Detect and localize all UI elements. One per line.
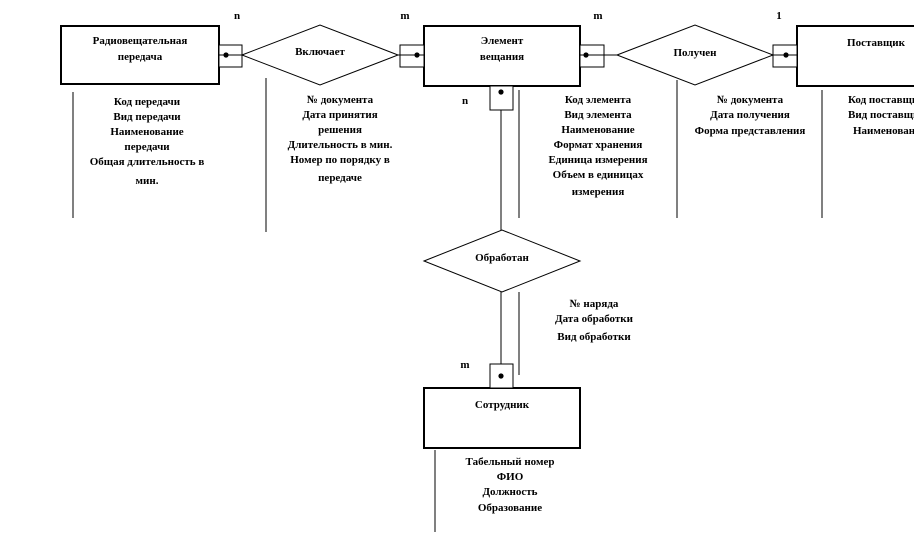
connector-received-supplier xyxy=(772,44,798,68)
attribute-text: Вид передачи xyxy=(113,111,181,123)
attributes-employee: Табельный номер ФИО Должность Образовани… xyxy=(466,456,555,514)
attributes-supplier: Код поставщика Вид поставщика Наименован… xyxy=(848,94,914,137)
attribute-text: Объем в единицах xyxy=(553,169,644,181)
relation-includes: Включает xyxy=(240,24,400,86)
attribute-text: Наименование xyxy=(110,126,183,138)
attributes-broadcast-element: Код элемента Вид элемента Наименование Ф… xyxy=(548,94,647,198)
attribute-text: Дата получения xyxy=(710,109,790,121)
attribute-text: Дата обработки xyxy=(555,313,634,325)
attribute-text: Дата принятия xyxy=(302,109,377,121)
attributes-radio-broadcast: Код передачи Вид передачи Наименование п… xyxy=(90,96,205,187)
attribute-text: № документа xyxy=(717,94,784,106)
relation-label: Включает xyxy=(295,46,345,58)
attributes-processed: № наряда Дата обработки Вид обработки xyxy=(555,298,634,343)
relation-label: Получен xyxy=(673,47,717,59)
entity-label: Поставщик xyxy=(847,37,906,49)
attribute-text: Номер по порядку в xyxy=(290,154,390,166)
entity-label: Сотрудник xyxy=(475,399,530,411)
attribute-text: Наименование xyxy=(561,124,634,136)
attribute-text: мин. xyxy=(136,175,159,187)
attribute-text: Общая длительность в xyxy=(90,156,205,168)
attribute-text: Код передачи xyxy=(114,96,181,108)
attribute-text: Вид обработки xyxy=(557,331,631,343)
cardinality-label: n xyxy=(234,10,240,22)
attribute-text: Единица измерения xyxy=(548,154,647,166)
attribute-text: Код поставщика xyxy=(848,94,914,106)
attribute-text: № документа xyxy=(307,94,374,106)
cardinality-label: m xyxy=(400,10,409,22)
attribute-text: Наименование xyxy=(853,125,914,137)
relation-processed: Обработан xyxy=(422,229,582,293)
entity-label: Радиовещательная xyxy=(93,35,188,47)
attribute-text: решения xyxy=(318,124,362,136)
connector-radio-includes xyxy=(218,44,243,68)
attribute-text: Образование xyxy=(478,502,542,514)
cardinality-label: 1 xyxy=(776,10,782,22)
connector-element-processed xyxy=(489,85,514,111)
entity-employee: Сотрудник xyxy=(423,387,581,449)
attribute-text: измерения xyxy=(572,186,625,198)
entity-label: вещания xyxy=(480,51,524,63)
entity-supplier: Поставщик xyxy=(796,25,914,87)
attributes-includes: № документа Дата принятия решения Длител… xyxy=(288,94,393,184)
relation-received: Получен xyxy=(615,24,775,86)
attribute-text: Должность xyxy=(482,486,537,498)
entity-broadcast-element: Элемент вещания xyxy=(423,25,581,87)
connector-includes-element xyxy=(399,44,425,68)
attribute-text: № наряда xyxy=(570,298,619,310)
attribute-text: Вид поставщика xyxy=(848,109,914,121)
cardinality-label: m xyxy=(460,359,469,371)
relation-label: Обработан xyxy=(475,252,529,264)
attribute-text: Табельный номер xyxy=(466,456,555,468)
cardinality-label: n xyxy=(462,95,468,107)
connector-element-received xyxy=(579,44,605,68)
attribute-text: Формат хранения xyxy=(554,139,643,151)
attribute-text: Длительность в мин. xyxy=(288,139,393,151)
attribute-text: передаче xyxy=(318,172,362,184)
attributes-received: № документа Дата получения Форма предста… xyxy=(695,94,806,137)
cardinality-label: m xyxy=(593,10,602,22)
attribute-text: ФИО xyxy=(497,471,524,483)
attribute-text: Код элемента xyxy=(565,94,632,106)
entity-radio-broadcast: Радиовещательная передача xyxy=(60,25,220,85)
entity-label: Элемент xyxy=(481,35,524,47)
attribute-text: передачи xyxy=(124,141,170,153)
attribute-text: Форма представления xyxy=(695,125,806,137)
entity-label: передача xyxy=(118,51,163,63)
attribute-text: Вид элемента xyxy=(564,109,632,121)
connector-processed-employee xyxy=(489,363,514,389)
